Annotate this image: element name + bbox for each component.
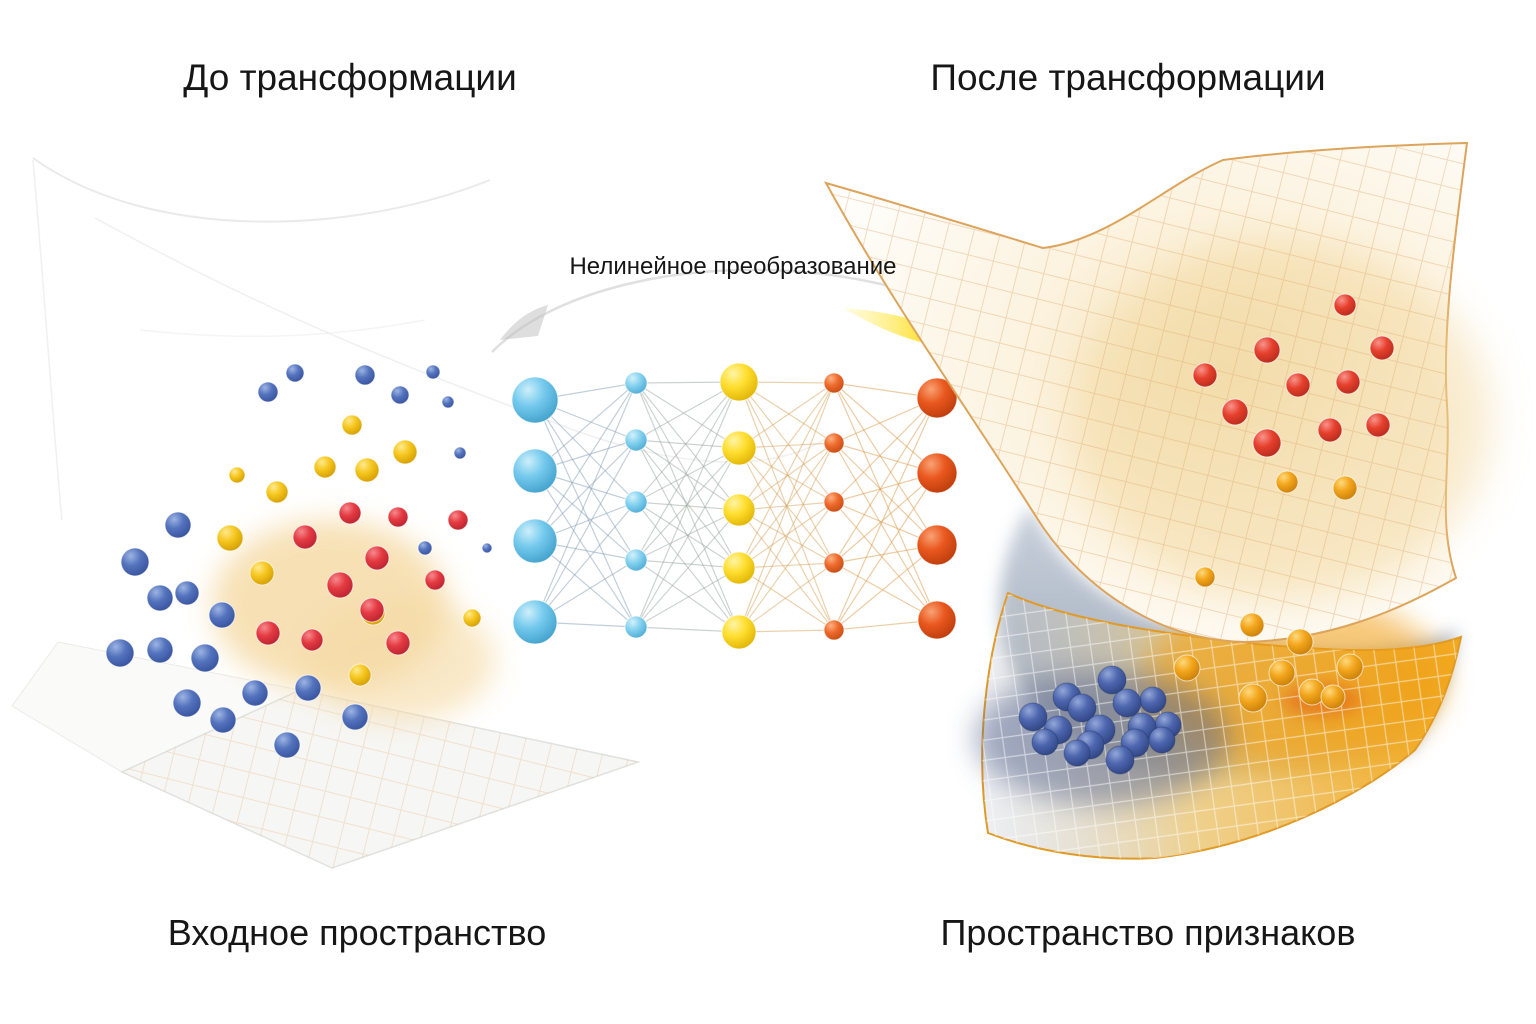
feature-space-panel [823,141,1490,860]
floor-plane-hatch [122,690,638,868]
sheet-mesh [826,143,1467,642]
title-before-transformation: До трансформации [183,57,517,98]
caption-input-space: Входное пространство [167,912,547,953]
neural-network [511,362,958,650]
caption-feature-space: Пространство признаков [940,912,1356,953]
network-nodes [511,362,958,650]
tan-watercolor-blob-2 [305,598,495,722]
input-space-panel [11,157,836,869]
gray-wedge [500,305,548,340]
feature-space-clusters [1018,293,1395,775]
faint-drape-lower [139,319,426,338]
title-after-transformation: После трансформации [930,57,1326,98]
faint-drape-edge [32,159,63,521]
input-space-scatter [105,363,493,759]
faint-drape-curve [32,157,491,223]
label-nonlinear-transformation: Нелинейное преобразование [569,253,897,280]
